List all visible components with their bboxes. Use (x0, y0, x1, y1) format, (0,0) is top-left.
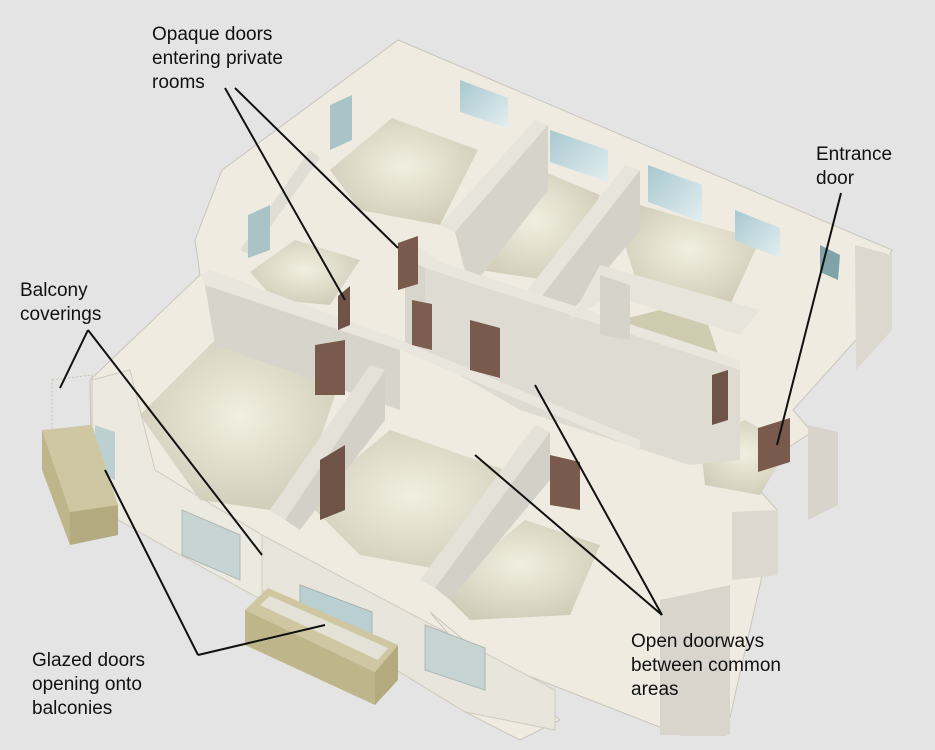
opaque-door-1 (398, 236, 418, 290)
balcony-front-face (245, 610, 375, 705)
room-floor-living-left (140, 340, 340, 510)
label-opaque-doors: Opaque doors entering private rooms (152, 24, 283, 93)
interior-wall-3-face (535, 170, 640, 325)
leader-opaque-2 (234, 87, 399, 249)
interior-wall-corridor (405, 240, 740, 370)
interior-wall-living-top (200, 270, 640, 450)
room-floor-living-right (440, 520, 600, 620)
opaque-door-3 (412, 300, 432, 350)
interior-wall-corridor-face-2 (425, 268, 740, 465)
interior-wall-3 (520, 165, 640, 305)
opaque-door-5 (315, 340, 345, 395)
leader-entrance (776, 192, 842, 446)
label-entrance-door: Entrance door (816, 144, 893, 189)
opaque-door-7 (550, 455, 580, 510)
window-top-1 (460, 80, 508, 128)
leader-glazed-1 (104, 469, 199, 656)
room-floor-top-left (330, 118, 478, 225)
leader-lines (59, 87, 842, 656)
window-top-3 (648, 165, 702, 222)
window-top-5 (330, 95, 352, 150)
window-top-2 (550, 130, 608, 182)
interior-wall-2 (440, 120, 548, 232)
interior-wall-living-divider-2 (420, 425, 550, 588)
window-front-1 (181, 509, 241, 581)
interior-wall-2-face (455, 125, 548, 290)
label-glazed-doors: Glazed doors opening onto balconies (32, 650, 146, 719)
label-balcony-coverings: Balcony coverings (20, 280, 102, 325)
interior-wall-kitchen-face (600, 275, 630, 340)
opaque-door-6 (320, 445, 345, 520)
balcony-left-top (42, 425, 118, 512)
opaque-door-8 (712, 370, 728, 425)
balcony-left-covering (51, 374, 93, 431)
balcony-left-front (42, 430, 70, 545)
room-floor-top-right (620, 205, 760, 305)
opaque-door-2 (338, 286, 350, 330)
window-left-1 (248, 205, 270, 258)
outer-wall-right-lower (808, 425, 838, 520)
balcony-left-side (70, 505, 118, 545)
leader-balcony-2 (87, 329, 263, 556)
interior-wall-living-divider-2-face (435, 432, 550, 600)
interior-wall-living-face (205, 285, 400, 410)
leader-opaque-1 (224, 87, 346, 301)
window-top-4 (735, 210, 780, 258)
interior-wall-living-divider-1-face (285, 370, 385, 530)
outer-wall-right-face (855, 245, 892, 370)
balcony-front-side (375, 645, 398, 705)
entrance-door (758, 418, 790, 472)
leader-balcony-1 (59, 329, 89, 389)
room-floor-left-small (250, 240, 360, 305)
leader-open-1 (534, 384, 663, 616)
opaque-door-4 (470, 320, 500, 378)
outer-wall-right-lower-3 (660, 585, 730, 735)
leader-glazed-2 (197, 624, 326, 656)
outer-wall-right-lower-2 (732, 510, 778, 580)
interior-wall-living-divider-1 (270, 365, 385, 520)
label-open-doorways: Open doorways between common areas (631, 631, 781, 700)
leader-open-2 (474, 454, 663, 616)
balcony-front-inner (260, 596, 388, 660)
window-front-2 (424, 624, 486, 691)
